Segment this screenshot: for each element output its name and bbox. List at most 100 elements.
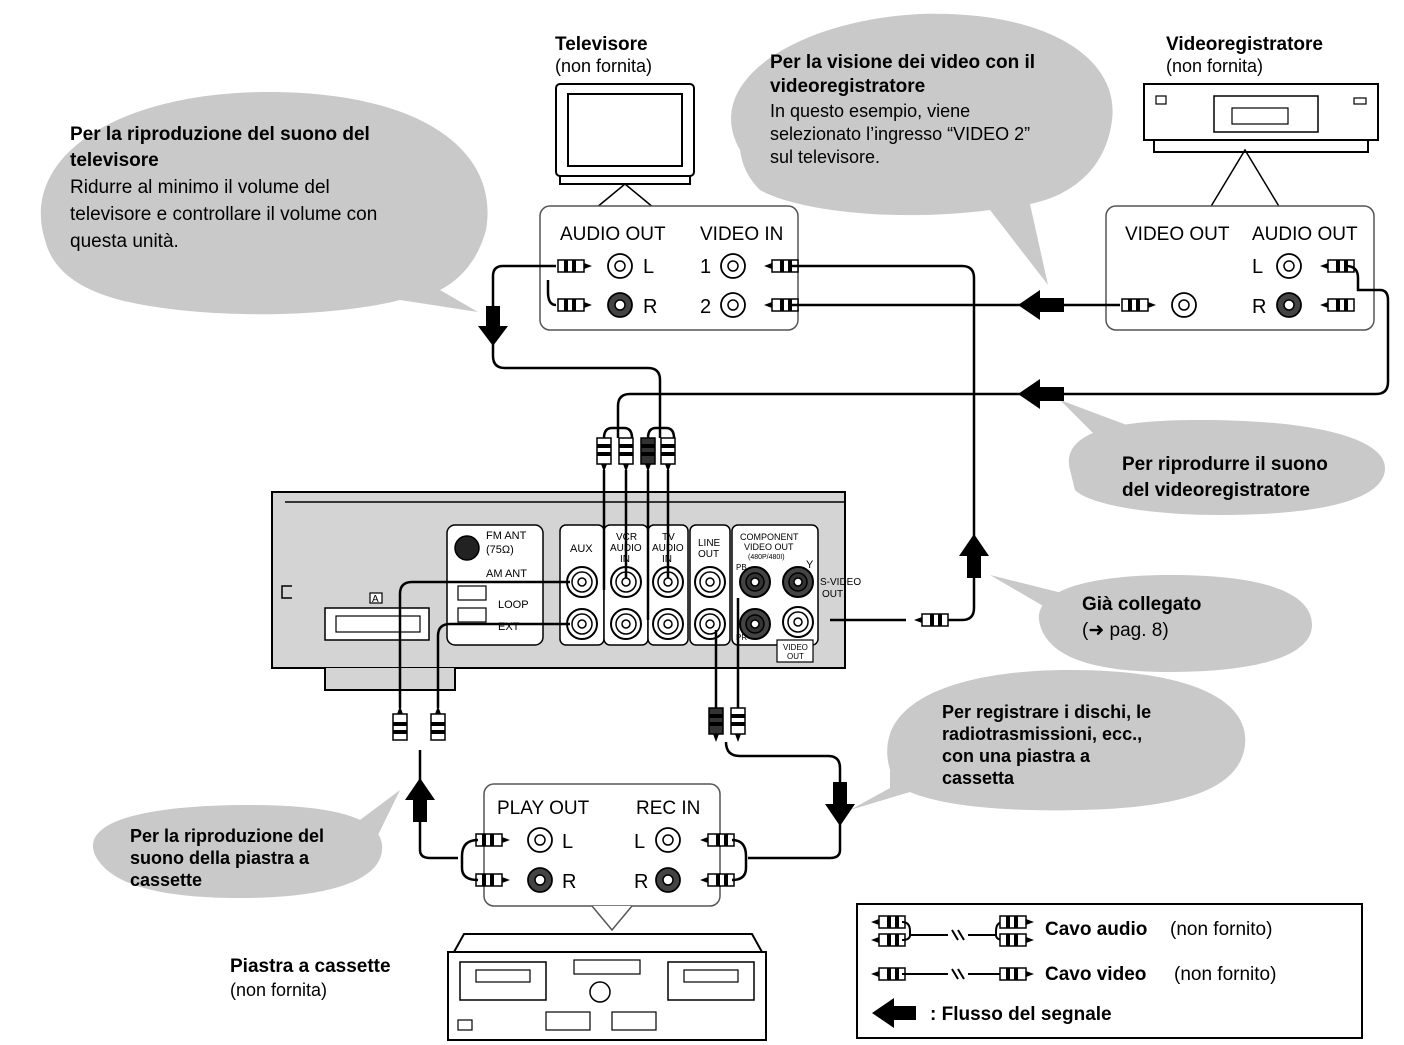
fm-ant-label: FM ANT [486,530,527,542]
vcr-video-body-1: In questo esempio, viene [770,101,970,121]
vcr-r-label: R [1252,296,1266,318]
vcr-sound-line-2: del videoregistratore [1122,480,1310,501]
record-line-4: cassetta [942,768,1015,788]
callout-tv-sound: Per la riproduzione del suono del televi… [40,91,488,315]
deck-rec-in-label: REC IN [636,798,700,819]
component-y-jack[interactable] [782,566,814,598]
vcr-audio-out-label: AUDIO OUT [1252,224,1358,245]
tv-in1-label: 1 [700,256,711,278]
pb-label: PB [736,563,747,572]
tv-video-in-1-jack[interactable] [720,253,746,279]
component-pb-jack[interactable] [739,566,771,598]
legend-arrow-icon [872,998,916,1028]
loop-label: LOOP [498,599,529,611]
aux-r-plug [430,705,446,741]
legend-video-name: Cavo video [1045,964,1146,985]
tv-sound-title-1: Per la riproduzione del suono del [70,124,370,145]
deck-sound-line-1: Per la riproduzione del [130,826,324,846]
legend-signal-label: : Flusso del segnale [930,1004,1112,1025]
deck-rec-in-r-jack[interactable] [655,867,681,893]
tv-video-in-label: VIDEO IN [700,224,783,245]
fm-ohm-label: (75Ω) [486,544,514,556]
arrow-deck-up [405,778,435,822]
deck-l2-label: L [634,831,645,853]
tv-l-label: L [643,256,654,278]
line-out-l-jack[interactable] [694,566,726,598]
vcr-audio-out-l-jack[interactable] [1276,253,1302,279]
line-out-r-jack[interactable] [694,608,726,640]
deck-r2-label: R [634,871,648,893]
video-out-jack[interactable] [782,606,814,638]
pr-label: PR [736,633,747,642]
deck-sound-line-2: suono della piastra a [130,848,310,868]
component-label-2: VIDEO OUT [744,542,794,552]
deck-panel: PLAY OUT REC IN L R L R [475,783,735,932]
y-label: Y [806,559,814,571]
tv-sound-title-2: televisore [70,150,159,171]
video-out-label-1: VIDEO [783,643,808,652]
deck-device: Piastra a cassette (non fornita) [230,933,767,1041]
tv-audio-l-unit-plug [640,437,656,473]
aux-label: AUX [570,543,593,555]
tv-r-label: R [643,296,657,318]
vcr-video-out-jack[interactable] [1171,292,1197,318]
aux-r-jack[interactable] [566,608,598,640]
record-line-2: radiotrasmissioni, ecc., [942,724,1142,744]
deck-play-out-label: PLAY OUT [497,798,590,819]
tv-panel: AUDIO OUT VIDEO IN L R 1 2 [539,205,799,331]
arrow-video-up [959,534,989,578]
callout-connected: Già collegato (➜ pag. 8) [990,575,1312,672]
arrow-vcr-video-left [1018,290,1064,320]
svideo-label: S-VIDEO [820,577,861,588]
video-out-plug [913,613,949,627]
main-unit: FM ANT (75Ω) AM ANT LOOP EXT A AUX VCR A… [271,491,861,691]
callout-vcr-video: Per la visione dei video con il videoreg… [731,13,1113,286]
vcr-panel: VIDEO OUT AUDIO OUT L R [1105,205,1375,331]
callout-vcr-sound: Per riprodurre il suono del videoregistr… [1060,400,1385,515]
label-a: A [372,594,379,605]
tv-in2-label: 2 [700,296,711,318]
vcr-audio-in-r-jack[interactable] [610,608,642,640]
deck-rec-in-l-jack[interactable] [655,827,681,853]
vcr-video-body-3: sul televisore. [770,147,880,167]
vcr-video-out-label: VIDEO OUT [1125,224,1230,245]
tv-device: Televisore (non fornita) [555,34,695,209]
callout-deck-sound: Per la riproduzione del suono della pias… [92,790,400,898]
arrow-vcr-audio-left [1018,379,1064,409]
deck-play-out-l-jack[interactable] [527,827,553,853]
line-out-label-2: OUT [698,549,719,560]
deck-play-out-r-jack[interactable] [527,867,553,893]
vcr-sound-line-1: Per riprodurre il suono [1122,454,1328,475]
vcr-video-body-2: selezionato l’ingresso “VIDEO 2” [770,124,1030,144]
tv-audio-out-l-jack[interactable] [607,253,633,279]
component-pr-jack[interactable] [739,608,771,640]
component-label-1: COMPONENT [740,532,799,542]
tv-audio-out-label: AUDIO OUT [560,224,666,245]
tv-audio-in-r-jack[interactable] [652,608,684,640]
legend: Cavo audio (non fornito) Cavo video (non… [856,903,1363,1039]
vcr-video-title-1: Per la visione dei video con il [770,52,1035,73]
vcr-name: Videoregistratore [1166,34,1323,55]
tv-note: (non fornita) [555,56,652,76]
aux-l-plug [392,705,408,741]
deck-sound-line-3: cassette [130,870,202,890]
tv-sound-body-3: questa unità. [70,231,179,252]
legend-audio-note: (non fornito) [1170,919,1272,940]
tv-video-in-2-jack[interactable] [720,292,746,318]
video-out-label-2: OUT [787,652,804,661]
legend-video-note: (non fornito) [1174,964,1276,985]
callout-record: Per registrare i dischi, le radiotrasmis… [850,670,1246,811]
tv-audio-r-unit-plug [660,437,676,473]
vcr-audio-out-r-jack[interactable] [1276,292,1302,318]
line-out-label-1: LINE [698,538,721,549]
signal-arrows [405,290,1064,826]
svideo-out-label: OUT [822,589,843,600]
tv-audio-out-r-jack[interactable] [607,292,633,318]
record-line-1: Per registrare i dischi, le [942,702,1151,722]
vcr-audio-r-plug [618,437,634,473]
am-ant-label: AM ANT [486,568,527,580]
aux-l-jack[interactable] [566,566,598,598]
arrow-record-down [825,782,855,826]
vcr-video-title-2: videoregistratore [770,76,925,97]
vcr-l-label: L [1252,256,1263,278]
